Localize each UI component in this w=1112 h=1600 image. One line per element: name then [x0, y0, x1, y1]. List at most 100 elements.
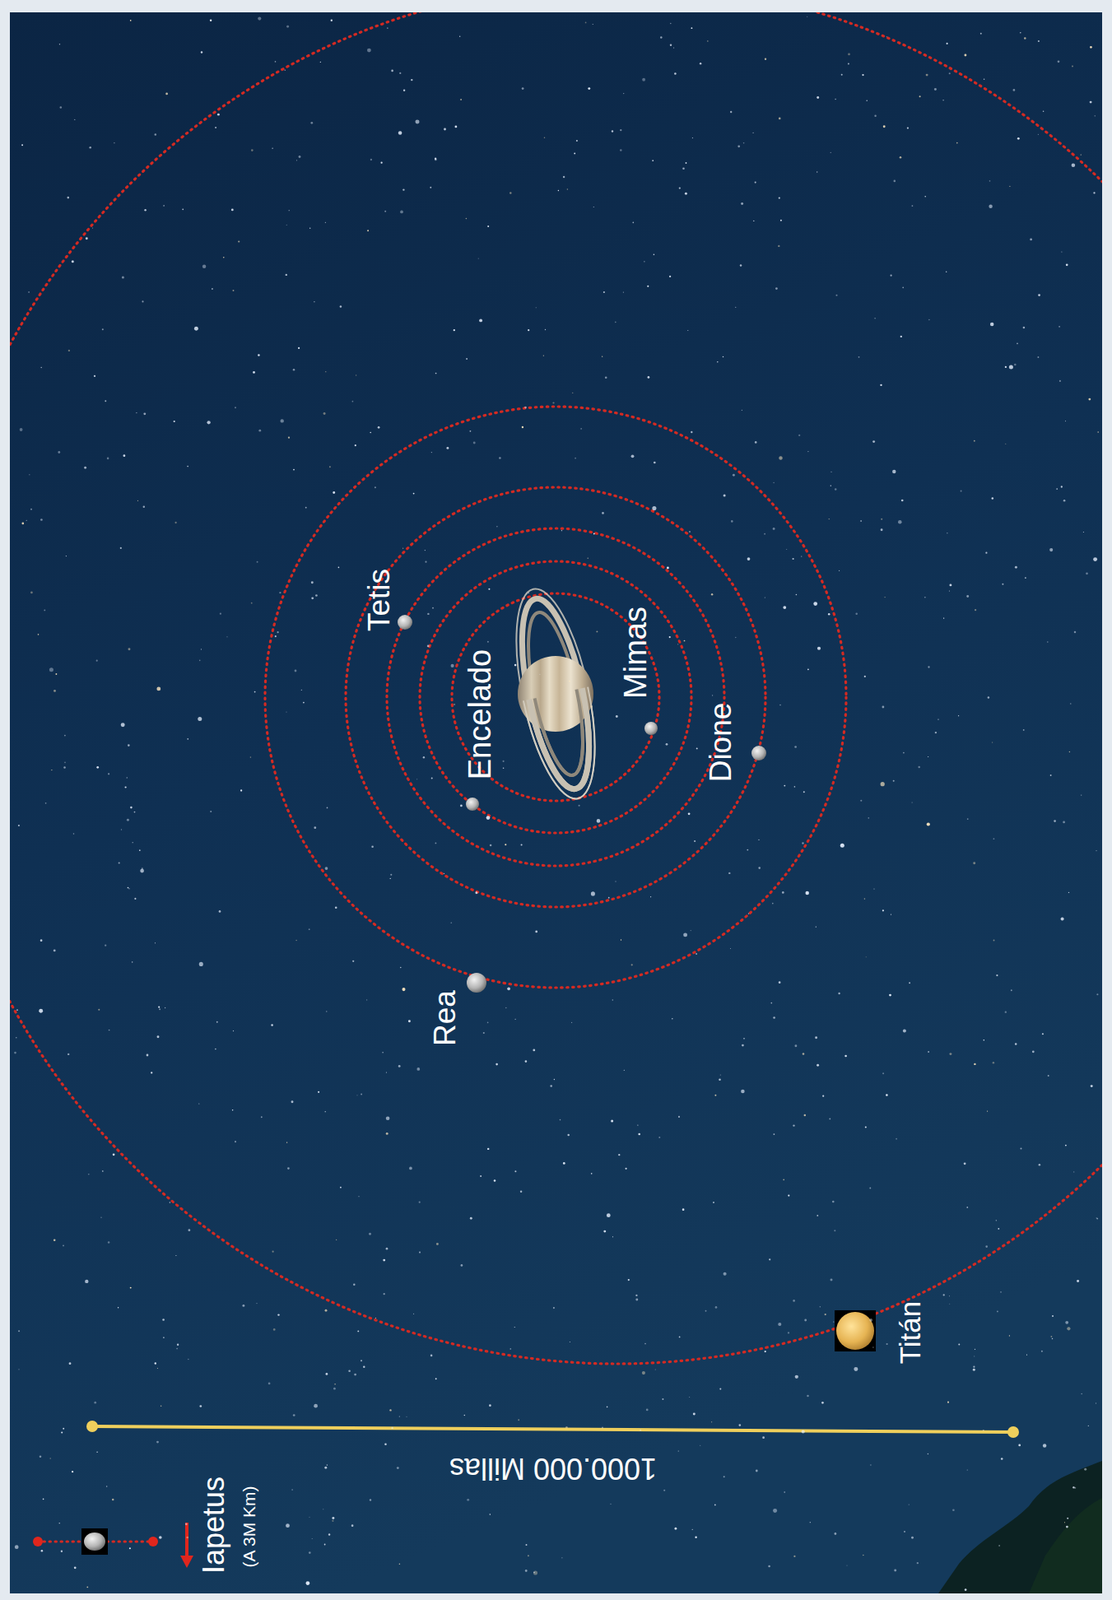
star	[324, 1466, 327, 1470]
star	[45, 802, 47, 805]
star	[234, 406, 237, 409]
star	[60, 106, 63, 109]
star	[493, 1179, 497, 1182]
star	[158, 1006, 160, 1009]
star	[646, 285, 649, 288]
star	[1042, 1032, 1044, 1035]
star	[86, 1586, 89, 1588]
star	[651, 159, 654, 162]
star	[723, 1272, 727, 1276]
star	[958, 715, 959, 717]
star	[254, 691, 256, 694]
star	[801, 842, 804, 844]
star	[695, 953, 698, 955]
star	[778, 197, 781, 200]
star	[380, 162, 382, 164]
star	[1096, 1218, 1099, 1220]
star	[758, 839, 759, 841]
encelado-orbit	[419, 561, 692, 833]
star	[858, 356, 861, 359]
star	[685, 162, 688, 164]
star	[1066, 1517, 1069, 1520]
star	[1029, 238, 1033, 242]
star	[293, 1414, 296, 1417]
star	[989, 180, 992, 182]
star	[837, 992, 840, 995]
star	[819, 1306, 821, 1308]
star	[141, 300, 144, 303]
star	[869, 1318, 873, 1322]
star	[65, 555, 67, 557]
star	[590, 1172, 593, 1175]
star	[483, 1032, 485, 1034]
star	[301, 689, 303, 691]
star	[443, 873, 445, 875]
star	[544, 329, 546, 331]
star	[893, 1568, 897, 1572]
star	[176, 1348, 178, 1350]
star	[804, 891, 809, 895]
star	[716, 361, 718, 363]
star	[306, 1581, 311, 1586]
star	[286, 25, 289, 28]
star	[739, 1423, 742, 1427]
star	[804, 1114, 806, 1117]
star	[715, 1306, 718, 1309]
star	[872, 1346, 875, 1349]
star	[317, 1091, 320, 1094]
star	[360, 1093, 363, 1096]
star	[937, 718, 939, 720]
star	[569, 1341, 571, 1343]
star	[30, 508, 33, 511]
star	[325, 866, 329, 871]
star	[596, 818, 601, 824]
star	[454, 125, 457, 128]
star	[568, 680, 570, 682]
titan-backdrop	[834, 1310, 876, 1352]
star	[794, 786, 796, 788]
star	[901, 499, 904, 503]
star	[424, 561, 427, 563]
star	[1019, 1147, 1022, 1150]
star	[209, 810, 212, 813]
star	[967, 818, 969, 820]
star	[869, 1187, 871, 1190]
star	[601, 511, 605, 515]
star	[758, 866, 761, 870]
star	[782, 605, 787, 610]
star	[187, 1358, 190, 1361]
star	[985, 1245, 988, 1248]
saturn-planet	[501, 582, 610, 806]
star	[521, 87, 525, 90]
star	[328, 1533, 331, 1536]
star	[255, 1302, 257, 1304]
star	[821, 1401, 824, 1405]
star	[603, 291, 605, 294]
star	[356, 1094, 358, 1096]
star	[967, 1469, 968, 1471]
star	[40, 518, 43, 522]
star	[41, 1549, 44, 1553]
star	[614, 321, 617, 324]
star	[1096, 1217, 1098, 1219]
star	[527, 329, 530, 331]
star	[952, 1508, 955, 1512]
star	[389, 1409, 391, 1411]
star	[38, 1009, 43, 1014]
star	[956, 142, 959, 145]
star	[943, 1293, 945, 1296]
star	[658, 1136, 661, 1139]
star	[143, 506, 145, 508]
star	[532, 1049, 536, 1052]
star	[786, 549, 787, 550]
star	[112, 1153, 116, 1156]
dione-orbit	[345, 487, 766, 908]
star	[294, 669, 298, 673]
direction-arrow	[180, 1522, 194, 1568]
star	[69, 1362, 72, 1365]
star	[973, 1355, 975, 1357]
star	[127, 887, 130, 889]
star	[1080, 794, 1082, 796]
star	[1096, 993, 1099, 996]
star	[325, 371, 326, 373]
